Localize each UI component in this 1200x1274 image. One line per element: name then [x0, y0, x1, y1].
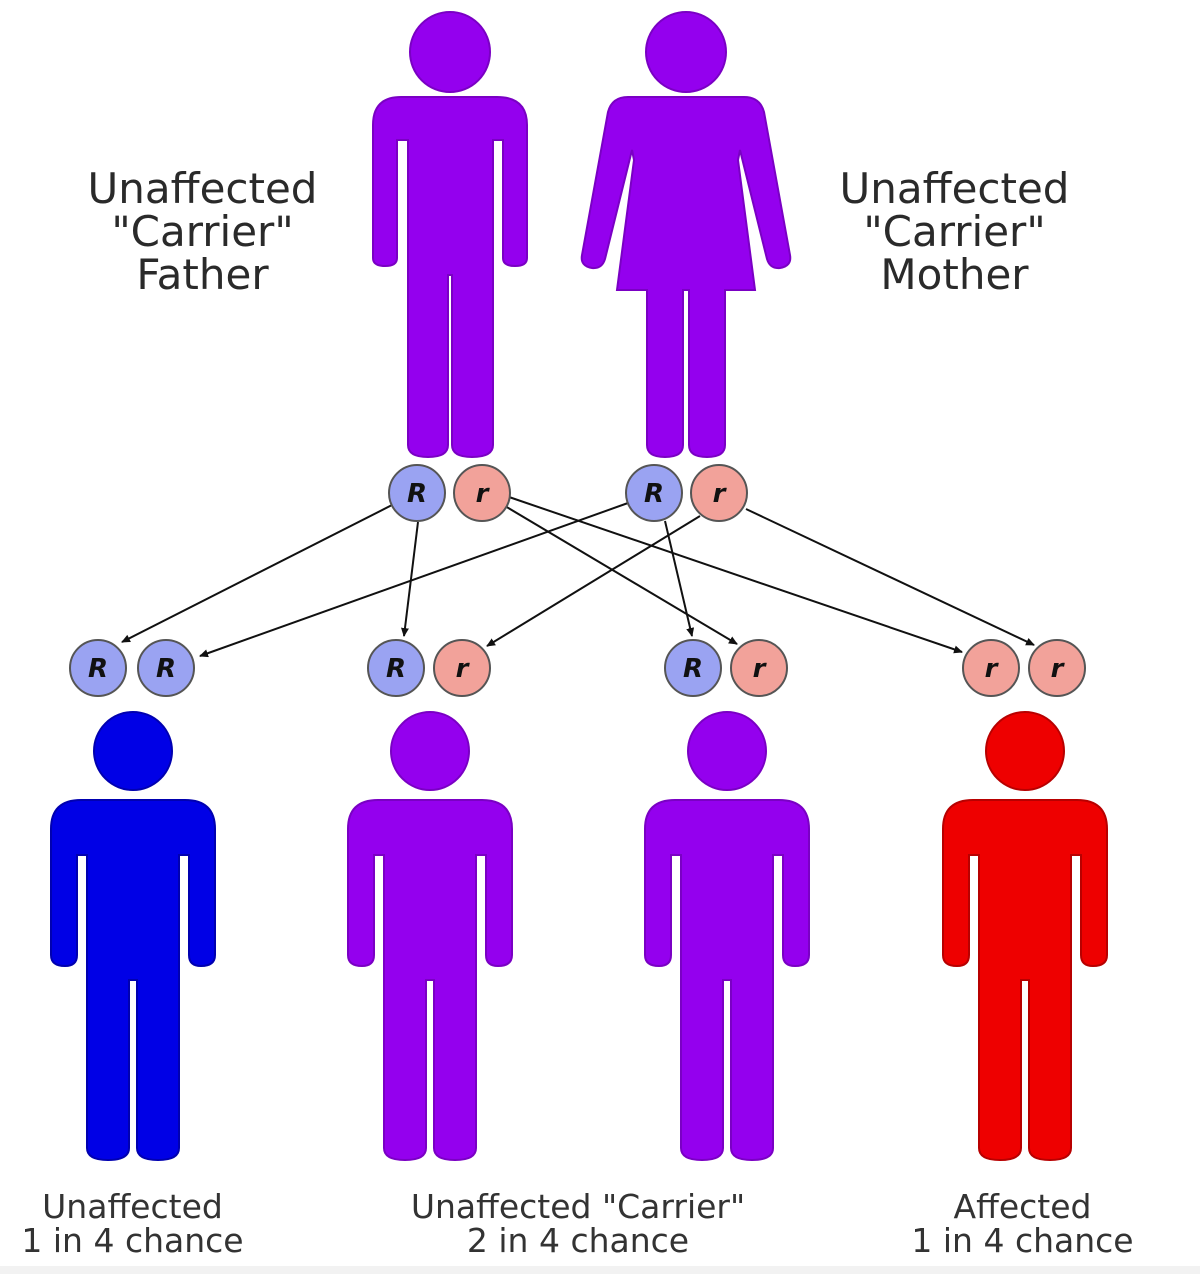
mother-label-line-3: Mother [880, 249, 1029, 299]
arrow-father-R-to-child2 [401, 521, 419, 637]
allele-label: R [386, 654, 406, 684]
mother-allele-recessive: r [690, 464, 748, 522]
arrow-mother-r-to-child2 [486, 515, 701, 647]
child-body [347, 799, 513, 1162]
child2-figure [347, 711, 513, 1162]
allele-label: r [753, 654, 768, 684]
father-label: Unaffected "Carrier" Father [60, 164, 345, 299]
allele-label: R [88, 654, 108, 684]
father-alleles: R r [388, 464, 511, 522]
allele-label: R [407, 479, 427, 509]
child3-allele-2: r [730, 639, 788, 697]
arrow-mother-r-to-child4 [745, 508, 1035, 646]
allele-label: r [1051, 654, 1066, 684]
outcome-chance: 1 in 4 chance [911, 1220, 1134, 1260]
bottom-edge [0, 1266, 1200, 1274]
allele-label: R [683, 654, 703, 684]
outcome-carrier: Unaffected "Carrier" 2 in 4 chance [392, 1190, 764, 1257]
mother-alleles: R r [625, 464, 748, 522]
child-head [93, 711, 173, 791]
child3-allele-1: R [664, 639, 722, 697]
child3-figure [644, 711, 810, 1162]
father-label-line-2: "Carrier" [111, 206, 294, 256]
child4-alleles: r r [962, 639, 1086, 697]
father-figure [372, 11, 528, 459]
child-body [50, 799, 216, 1162]
mother-figure [580, 11, 792, 459]
outcome-chance: 1 in 4 chance [21, 1220, 244, 1260]
arrow-father-R-to-child1 [121, 504, 393, 643]
allele-label: r [456, 654, 471, 684]
outcome-title: Unaffected "Carrier" [410, 1187, 746, 1226]
inheritance-arrows [121, 496, 1035, 658]
arrow-father-r-to-child4 [508, 496, 963, 654]
allele-label: r [713, 479, 728, 509]
child2-allele-1: R [367, 639, 425, 697]
outcome-unaffected: Unaffected 1 in 4 chance [0, 1190, 265, 1257]
child-head [390, 711, 470, 791]
mother-allele-dominant: R [625, 464, 683, 522]
mother-label-line-1: Unaffected [839, 164, 1070, 213]
arrow-father-r-to-child3 [504, 505, 738, 645]
child4-figure [942, 711, 1108, 1162]
child1-allele-2: R [137, 639, 195, 697]
allele-label: r [476, 479, 491, 509]
mother-label: Unaffected "Carrier" Mother [812, 164, 1097, 299]
allele-label: R [644, 479, 664, 509]
outcome-chance: 2 in 4 chance [466, 1220, 690, 1260]
father-label-line-1: Unaffected [87, 164, 318, 213]
outcome-affected: Affected 1 in 4 chance [890, 1190, 1155, 1257]
child2-allele-2: r [433, 639, 491, 697]
outcome-title: Unaffected [42, 1187, 223, 1226]
father-allele-recessive: r [453, 464, 511, 522]
child1-allele-1: R [69, 639, 127, 697]
mother-label-line-2: "Carrier" [863, 206, 1046, 256]
child1-figure [50, 711, 216, 1162]
child1-alleles: R R [69, 639, 195, 697]
allele-label: r [985, 654, 1000, 684]
child4-allele-1: r [962, 639, 1020, 697]
child2-alleles: R r [367, 639, 491, 697]
father-allele-dominant: R [388, 464, 446, 522]
child-head [687, 711, 767, 791]
allele-label: R [156, 654, 176, 684]
outcome-title: Affected [953, 1187, 1092, 1226]
child-head [985, 711, 1065, 791]
child4-allele-2: r [1028, 639, 1086, 697]
child-body [942, 799, 1108, 1162]
child3-alleles: R r [664, 639, 788, 697]
arrow-mother-R-to-child3 [664, 520, 695, 637]
father-label-line-3: Father [136, 249, 269, 299]
child-body [644, 799, 810, 1162]
arrow-mother-R-to-child1 [199, 502, 629, 658]
